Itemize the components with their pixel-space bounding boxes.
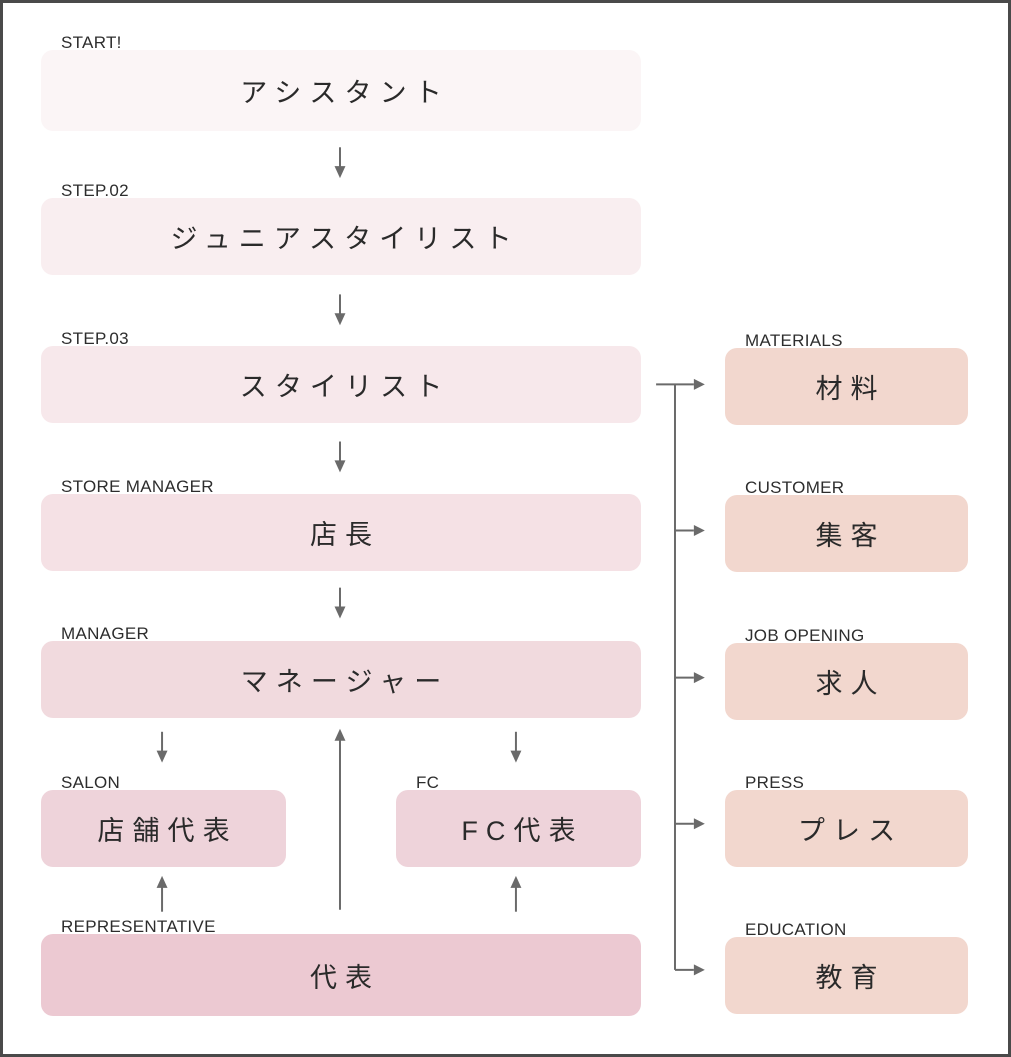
arrow-right-to-jobopening — [674, 672, 705, 684]
department-box-education: EDUCATION 教育 — [725, 920, 968, 1014]
branch-title: FC代表 — [461, 816, 584, 846]
branch-box-salon-representative: SALON 店舗代表 — [41, 773, 286, 867]
step-title: アシスタント — [240, 78, 450, 108]
arrow-down-manager-to-fc — [510, 731, 522, 763]
step-box-junior-stylist: STEP.02 ジュニアスタイリスト — [41, 181, 641, 275]
root-title: 代表 — [309, 962, 381, 993]
department-box-job-opening: JOB OPENING 求人 — [725, 626, 968, 720]
arrow-right-to-customer — [674, 525, 705, 536]
department-tag: EDUCATION — [745, 920, 847, 939]
connector-departments-trunk — [656, 383, 694, 970]
department-tag: MATERIALS — [745, 331, 843, 350]
step-box-assistant: START! アシスタント — [41, 33, 641, 131]
root-box-representative: REPRESENTATIVE 代表 — [41, 917, 641, 1016]
branch-tag: FC — [416, 773, 440, 792]
step-tag: STORE MANAGER — [61, 477, 214, 496]
step-tag: STEP.03 — [61, 329, 129, 348]
step-tag: MANAGER — [61, 624, 150, 643]
department-box-press: PRESS プレス — [725, 773, 968, 867]
step-title: マネージャー — [240, 667, 450, 697]
step-title: 店長 — [309, 520, 381, 550]
department-title: プレス — [797, 816, 904, 846]
department-box-customer: CUSTOMER 集客 — [725, 478, 968, 572]
arrow-right-to-materials — [693, 378, 705, 390]
root-tag: REPRESENTATIVE — [61, 917, 216, 936]
step-title: ジュニアスタイリスト — [170, 224, 520, 254]
step-box-store-manager: STORE MANAGER 店長 — [41, 477, 641, 571]
branch-box-fc-representative: FC FC代表 — [396, 773, 641, 867]
arrow-up-representative-to-fc — [510, 875, 522, 912]
arrow-up-representative-to-salon — [156, 875, 168, 912]
arrow-down-manager-to-salon — [156, 731, 168, 763]
branch-title: 店舗代表 — [97, 816, 238, 846]
step-tag: STEP.02 — [61, 181, 129, 200]
step-box-manager: MANAGER マネージャー — [41, 624, 641, 718]
step-tag: START! — [61, 33, 122, 52]
department-title: 材料 — [815, 374, 886, 404]
department-title: 教育 — [815, 963, 886, 993]
step-box-stylist: STEP.03 スタイリスト — [41, 329, 641, 423]
department-box-materials: MATERIALS 材料 — [725, 331, 968, 425]
arrow-down-junior-to-stylist — [334, 294, 346, 326]
arrow-up-representative-to-manager — [334, 728, 346, 910]
branch-tag: SALON — [61, 773, 121, 792]
arrow-down-assistant-to-junior — [334, 147, 346, 179]
arrow-down-storemanager-to-manager — [334, 587, 346, 619]
department-tag: CUSTOMER — [745, 478, 845, 497]
department-title: 集客 — [815, 521, 886, 551]
department-tag: JOB OPENING — [745, 626, 865, 645]
arrow-right-to-press — [674, 818, 705, 830]
department-title: 求人 — [815, 669, 886, 699]
department-tag: PRESS — [745, 773, 805, 792]
step-title: スタイリスト — [239, 372, 451, 402]
arrow-right-to-education — [674, 964, 705, 976]
arrow-down-stylist-to-storemanager — [334, 441, 346, 473]
